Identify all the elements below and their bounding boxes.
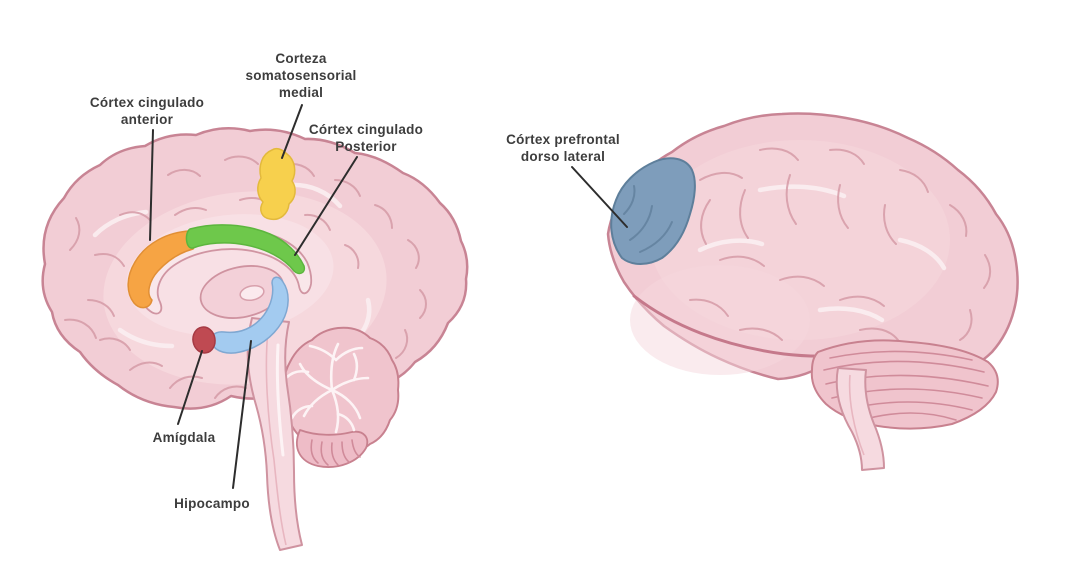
label-amigdala: Amígdala	[153, 429, 216, 446]
label-line: dorso lateral	[520, 149, 606, 164]
label-line: Córtex cingulado	[308, 122, 424, 137]
medial-cerebellum	[282, 326, 400, 468]
thalamus	[199, 265, 285, 319]
region-cingulado-posterior	[185, 224, 306, 275]
lateral-light-patch-2	[630, 265, 810, 375]
label-line: Amígdala	[152, 430, 216, 445]
label-line: Corteza	[275, 51, 327, 66]
region-cingulado-anterior	[127, 230, 197, 309]
label-line: anterior	[120, 112, 174, 127]
label-line: Córtex prefrontal	[506, 132, 620, 147]
label-line: Córtex cingulado	[89, 95, 205, 110]
label-cortex-cingulado-posterior: Córtex cingulado Posterior	[309, 121, 423, 155]
label-line: somatosensorial	[245, 68, 357, 83]
label-line: medial	[278, 85, 324, 100]
region-somatosensorial-medial	[257, 147, 296, 221]
lateral-brain-view	[606, 112, 1019, 471]
leader-cingulado-posterior	[294, 156, 358, 256]
medial-brain-stem	[246, 317, 303, 551]
leader-cingulado-anterior	[149, 129, 154, 241]
leader-hipocampo	[232, 340, 252, 489]
label-line: Hipocampo	[174, 496, 250, 511]
region-prefrontal-dorsolateral	[610, 157, 696, 265]
leader-amigdala	[177, 350, 203, 425]
label-line: Posterior	[335, 139, 397, 154]
medial-gyri-texture	[64, 155, 427, 399]
leader-lines	[149, 104, 628, 489]
medial-brain-view	[41, 127, 469, 551]
lateral-brain-stem	[835, 367, 885, 471]
arbor-vitae	[284, 342, 370, 434]
label-hipocampo: Hipocampo	[174, 495, 250, 512]
label-corteza-somatosensorial-medial: Corteza somatosensorial medial	[245, 50, 356, 101]
leader-somatosensorial-medial	[281, 104, 303, 159]
region-amigdala	[192, 326, 216, 354]
leader-prefrontal-dorsolateral	[571, 166, 628, 228]
lateral-gyri-texture	[632, 147, 992, 377]
label-cortex-cingulado-anterior: Córtex cingulado anterior	[90, 94, 204, 128]
label-cortex-prefrontal-dorso-lateral: Córtex prefrontal dorso lateral	[506, 131, 620, 165]
